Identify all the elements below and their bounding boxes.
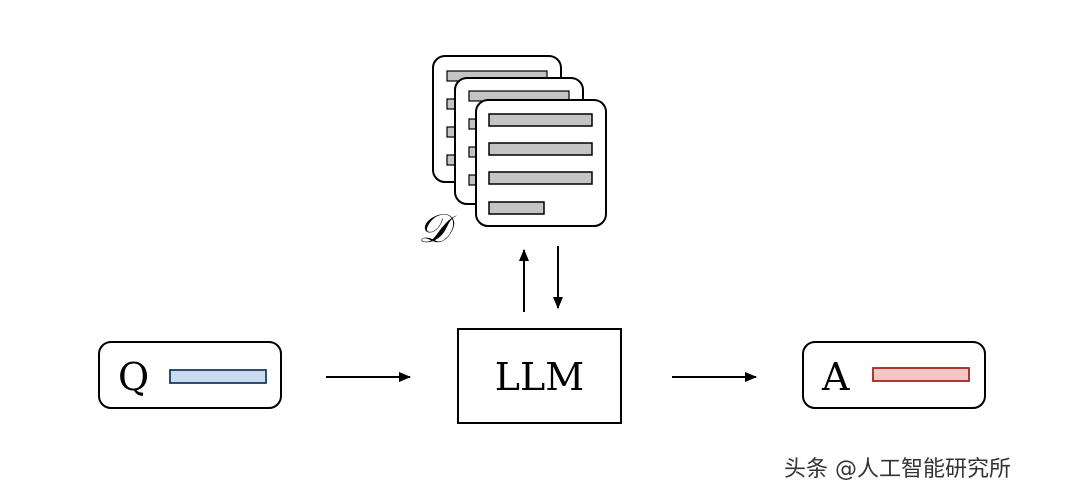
llm-label: LLM bbox=[495, 355, 584, 399]
answer-label: A bbox=[821, 355, 850, 399]
document-front bbox=[475, 99, 607, 227]
answer-box: A bbox=[802, 341, 986, 409]
watermark-text: 头条 @人工智能研究所 bbox=[784, 457, 1011, 482]
llm-box: LLM bbox=[457, 328, 622, 424]
query-label: Q bbox=[118, 355, 149, 399]
query-box: Q bbox=[98, 341, 282, 409]
docs-label: 𝒟 bbox=[418, 206, 457, 252]
answer-bar bbox=[872, 367, 970, 382]
query-bar bbox=[169, 369, 267, 384]
document-stack: 𝒟 bbox=[418, 55, 607, 252]
